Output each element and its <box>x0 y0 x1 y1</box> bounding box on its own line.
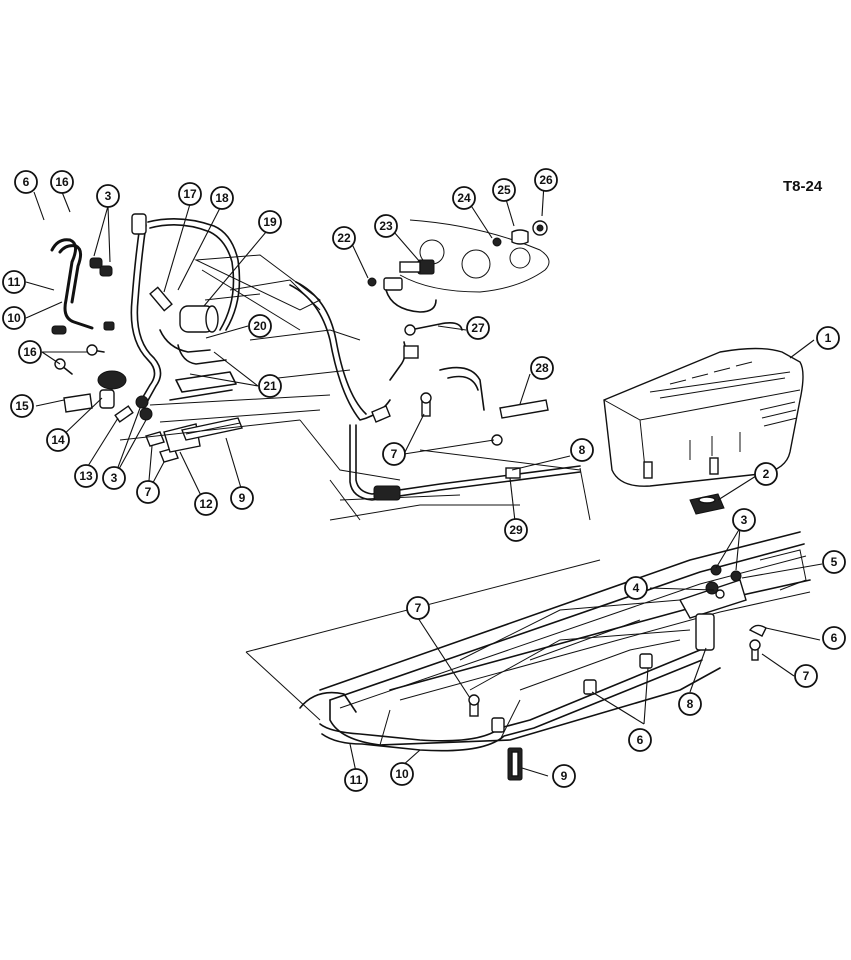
callout-22: 22 <box>332 226 356 250</box>
callout-4: 4 <box>624 576 648 600</box>
svg-text:14: 14 <box>51 433 65 447</box>
callout-7: 7 <box>136 480 160 504</box>
svg-text:15: 15 <box>15 399 29 413</box>
svg-text:19: 19 <box>263 215 277 229</box>
callout-14: 14 <box>46 428 70 452</box>
engine-hose-assembly <box>50 213 331 463</box>
svg-text:16: 16 <box>23 345 37 359</box>
figure-id: T8-24 <box>783 178 823 195</box>
callout-9: 9 <box>552 764 576 788</box>
callout-3: 3 <box>102 466 126 490</box>
svg-text:10: 10 <box>395 767 409 781</box>
callout-24: 24 <box>452 186 476 210</box>
callout-13: 13 <box>74 464 98 488</box>
callout-16: 16 <box>50 170 74 194</box>
svg-text:13: 13 <box>79 469 93 483</box>
callout-8: 8 <box>570 438 594 462</box>
callout-6: 6 <box>14 170 38 194</box>
svg-text:24: 24 <box>457 191 471 205</box>
callout-10: 10 <box>2 306 26 330</box>
leader-lines <box>25 183 823 777</box>
callout-1: 1 <box>816 326 840 350</box>
svg-text:28: 28 <box>535 361 549 375</box>
svg-text:20: 20 <box>253 319 267 333</box>
svg-text:2: 2 <box>763 467 770 481</box>
callout-23: 23 <box>374 214 398 238</box>
svg-text:3: 3 <box>111 471 118 485</box>
svg-text:8: 8 <box>579 443 586 457</box>
callout-17: 17 <box>178 182 202 206</box>
callout-9: 9 <box>230 486 254 510</box>
callout-18: 18 <box>210 186 234 210</box>
svg-text:21: 21 <box>263 379 277 393</box>
svg-text:3: 3 <box>741 513 748 527</box>
callout-8: 8 <box>678 692 702 716</box>
callout-10: 10 <box>390 762 414 786</box>
svg-text:27: 27 <box>471 321 485 335</box>
callout-12: 12 <box>194 492 218 516</box>
engine-cover-part <box>603 347 804 487</box>
callout-2: 2 <box>754 462 778 486</box>
svg-text:9: 9 <box>561 769 568 783</box>
svg-text:4: 4 <box>633 581 640 595</box>
callout-3: 3 <box>96 184 120 208</box>
callout-7: 7 <box>406 596 430 620</box>
svg-text:8: 8 <box>687 697 694 711</box>
svg-text:18: 18 <box>215 191 229 205</box>
callout-26: 26 <box>534 168 558 192</box>
callout-6: 6 <box>628 728 652 752</box>
svg-text:29: 29 <box>509 523 523 537</box>
callout-16: 16 <box>18 340 42 364</box>
svg-text:26: 26 <box>539 173 553 187</box>
callout-3: 3 <box>732 508 756 532</box>
svg-text:1: 1 <box>825 331 832 345</box>
svg-text:25: 25 <box>497 183 511 197</box>
svg-text:16: 16 <box>55 175 69 189</box>
callout-7: 7 <box>382 442 406 466</box>
callout-6: 6 <box>822 626 846 650</box>
svg-text:7: 7 <box>415 601 422 615</box>
svg-text:17: 17 <box>183 187 197 201</box>
callout-15: 15 <box>10 394 34 418</box>
callout-11: 11 <box>344 768 368 792</box>
callout-27: 27 <box>466 316 490 340</box>
svg-text:11: 11 <box>350 773 363 787</box>
svg-text:11: 11 <box>8 275 21 289</box>
callout-25: 25 <box>492 178 516 202</box>
callout-21: 21 <box>258 374 282 398</box>
svg-text:7: 7 <box>803 669 810 683</box>
svg-text:6: 6 <box>23 175 30 189</box>
svg-text:5: 5 <box>831 555 838 569</box>
svg-text:6: 6 <box>637 733 644 747</box>
engine-block-outline <box>194 219 591 521</box>
callout-5: 5 <box>822 550 846 574</box>
svg-text:7: 7 <box>145 485 152 499</box>
callout-7: 7 <box>794 664 818 688</box>
svg-text:9: 9 <box>239 491 246 505</box>
callout-11: 11 <box>2 270 26 294</box>
svg-text:3: 3 <box>105 189 112 203</box>
callout-28: 28 <box>530 356 554 380</box>
svg-text:23: 23 <box>379 219 393 233</box>
callout-19: 19 <box>258 210 282 234</box>
svg-text:12: 12 <box>199 497 213 511</box>
frame-rail-assembly <box>245 531 811 781</box>
svg-text:7: 7 <box>391 447 398 461</box>
svg-text:6: 6 <box>831 631 838 645</box>
callout-29: 29 <box>504 518 528 542</box>
svg-text:22: 22 <box>337 231 351 245</box>
callout-20: 20 <box>248 314 272 338</box>
svg-text:10: 10 <box>7 311 21 325</box>
